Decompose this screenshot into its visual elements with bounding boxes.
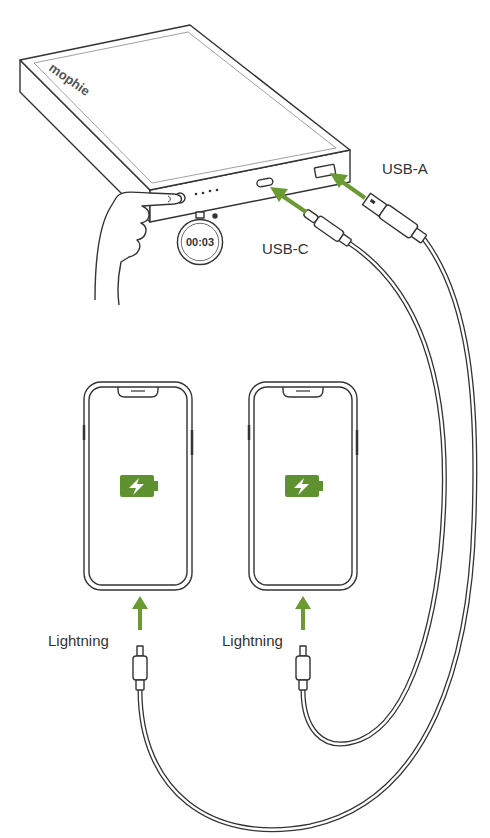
phone-left: [84, 382, 192, 590]
usb-a-plug: [362, 192, 429, 245]
usb-c-plug: [302, 207, 353, 248]
connector-label: Lightning: [48, 632, 109, 650]
stopwatch-crown: [196, 212, 204, 218]
connector-label: Lightning: [222, 632, 283, 650]
insert-arrows: [132, 173, 365, 630]
usb-c-port: [256, 178, 273, 188]
port-label: USB-A: [382, 160, 428, 178]
hand: [95, 192, 182, 305]
battery-icon: [120, 475, 158, 497]
stopwatch-knob: [213, 214, 217, 218]
bank-top-inner: [34, 32, 336, 183]
port-label: USB-C: [262, 240, 309, 258]
battery-icon: [285, 475, 323, 497]
bank-top: [20, 25, 350, 190]
lightning-plug-left: [133, 646, 147, 690]
stopwatch: 00:03: [176, 218, 224, 266]
lightning-plug-right: [296, 646, 310, 690]
phone-right: [249, 382, 357, 590]
timer-readout: 00:03: [186, 236, 214, 248]
led-dots: [195, 189, 219, 196]
fingernail: [168, 196, 170, 202]
